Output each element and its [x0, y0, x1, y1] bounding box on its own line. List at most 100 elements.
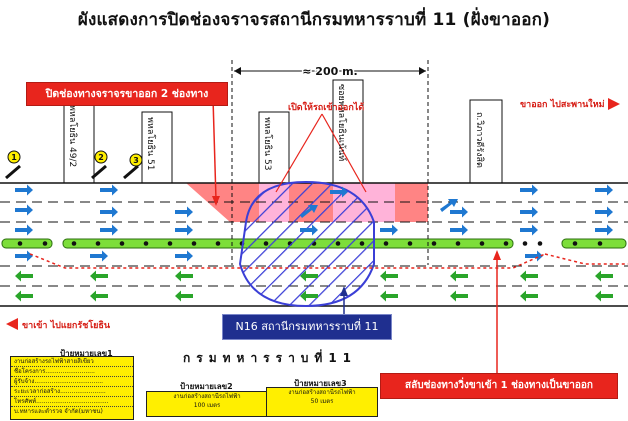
median-pier: [119, 241, 125, 246]
distance-dimension: [231, 60, 429, 265]
outbound-arrow: [175, 206, 193, 218]
outbound-arrow: [175, 224, 193, 236]
inbound-arrow: [595, 290, 613, 302]
side-street-tent: [332, 79, 364, 184]
street-label-53: พหลโยธิน 53: [262, 117, 272, 171]
median-pier: [95, 241, 101, 246]
median-pier: [537, 241, 543, 246]
inbound-arrow: [15, 270, 33, 282]
outbound-arrow: [330, 186, 348, 198]
sign-3-label: ป้ายหมายเลข3: [294, 379, 347, 388]
station-footprint: [238, 180, 375, 308]
median-pier: [572, 241, 578, 246]
leader-entry-2: [321, 113, 367, 193]
median-pier: [17, 241, 23, 246]
median-pier: [455, 241, 461, 246]
north-side-streets: [63, 79, 503, 184]
page-title: ผังแสดงการปิดช่องจราจรสถานีกรมทหารราบที่…: [77, 10, 551, 30]
sign-1-row: งานก่อสร้างรถไฟฟ้าสายสีเขียว: [14, 358, 94, 365]
inbound-arrow: [450, 270, 468, 282]
swap-lane-line: [29, 253, 546, 269]
callout-close-lanes: ปิดช่องทางจราจรขาออก 2 ช่องทาง: [26, 82, 228, 106]
inbound-arrow: [300, 270, 318, 282]
inbound-arrow: [595, 270, 613, 282]
callout-leaders: [212, 97, 501, 380]
sign-1-row: โทรศัพท์................................…: [11, 396, 133, 406]
median-pier: [42, 241, 48, 246]
median-pier: [215, 241, 221, 246]
swapped-lane-arrow: [175, 250, 193, 262]
street-label-tent: ซอยพหลโยธินเน้นท์: [336, 84, 346, 162]
median-pier: [597, 241, 603, 246]
median-pier: [479, 241, 485, 246]
inbound-arrow: [380, 270, 398, 282]
sign-2-row: 100 เมตร: [193, 402, 221, 409]
outbound-arrow: [450, 206, 468, 218]
outbound-arrow: [15, 224, 33, 236]
median-segment-1: [1, 238, 53, 249]
median-pier: [167, 241, 173, 246]
swapped-lane-arrow: [90, 250, 108, 262]
outbound-arrow: [595, 224, 613, 236]
median-pier: [143, 241, 149, 246]
median-pier: [503, 241, 509, 246]
sign-2-label: ป้ายหมายเลข2: [180, 382, 233, 391]
sign-1-row: บ.ทหารและตำรวจ จำกัด(มหาชน): [11, 406, 133, 416]
leader-station-head: [340, 286, 348, 296]
marker-2-circle: [94, 150, 108, 164]
dimension-arrow-right: [419, 67, 426, 75]
dimension-arrow-left: [234, 67, 241, 75]
callout-open-entry: เปิดให้รถเข้าออกได้: [288, 103, 365, 113]
side-street-vibhavadi: [469, 99, 503, 184]
outbound-arrow: [520, 206, 538, 218]
street-label-51: พหลโยธิน 51: [145, 117, 155, 171]
leader-swap-head: [493, 250, 501, 260]
station-box: N16 สถานีกรมทหารราบที่ 11: [222, 314, 392, 340]
inbound-arrow: [90, 270, 108, 282]
outbound-arrow: [100, 206, 118, 218]
leader-close-lanes-head: [212, 196, 220, 206]
inbound-arrow: [90, 290, 108, 302]
side-street-49-2: [63, 99, 95, 184]
inbound-arrow: [520, 270, 538, 282]
sign-3: งานก่อสร้างสถานีรถไฟฟ้า 50 เมตร: [266, 387, 378, 417]
sign-positions: 1 2 3: [5, 150, 143, 180]
marker-1: 1: [11, 153, 17, 162]
inbound-arrow: [175, 270, 193, 282]
outbound-arrow: [100, 184, 118, 196]
sign-position-1-mark: [5, 164, 21, 180]
median-pier: [407, 241, 413, 246]
inbound-direction-label: ขาเข้า ไปแยกรัชโยธิน: [22, 321, 111, 331]
marker-1-circle: [7, 150, 21, 164]
swap-lane-path: [29, 253, 628, 269]
sign-position-3-mark: [123, 164, 139, 180]
outbound-arrow: [300, 224, 318, 236]
marker-2: 2: [98, 153, 104, 162]
street-label-vibhavadi: ถ.วิภาวดีรังสิต: [474, 112, 484, 168]
inbound-arrow: [380, 290, 398, 302]
outbound-arrow: [15, 204, 33, 216]
callout-swap-lane: สลับช่องทางวิ่งขาเข้า 1 ช่องทางเป็นขาออก: [380, 373, 618, 399]
outbound-arrow: [595, 184, 613, 196]
outbound-arrow: [15, 184, 33, 196]
merge-arrow: [440, 199, 458, 212]
median-pier: [191, 241, 197, 246]
median-pier: [71, 241, 77, 246]
inbound-arrow: [15, 290, 33, 302]
leader-close-lanes: [212, 97, 217, 201]
inbound-arrow: [300, 290, 318, 302]
sign-3-row: 50 เมตร: [310, 398, 334, 405]
outbound-direction-arrow: [608, 98, 620, 110]
sign-1-row: ชื่อโครงการ..........................: [11, 366, 133, 376]
sign-1-row: ผู้รับจ้าง..............................…: [11, 376, 133, 386]
station-hatch: [238, 180, 375, 308]
outbound-direction-label: ขาออก ไปสะพานใหม่: [520, 100, 605, 110]
inbound-direction-arrow: [6, 318, 18, 330]
traffic-arrows: [15, 184, 613, 302]
distance-label: ≈ 200 m.: [302, 65, 357, 78]
outbound-arrow: [450, 224, 468, 236]
inbound-arrow: [520, 290, 538, 302]
sign-1: งานก่อสร้างรถไฟฟ้าสายสีเขียว ชื่อโครงการ…: [10, 356, 134, 420]
median-segment-3: [561, 238, 627, 249]
